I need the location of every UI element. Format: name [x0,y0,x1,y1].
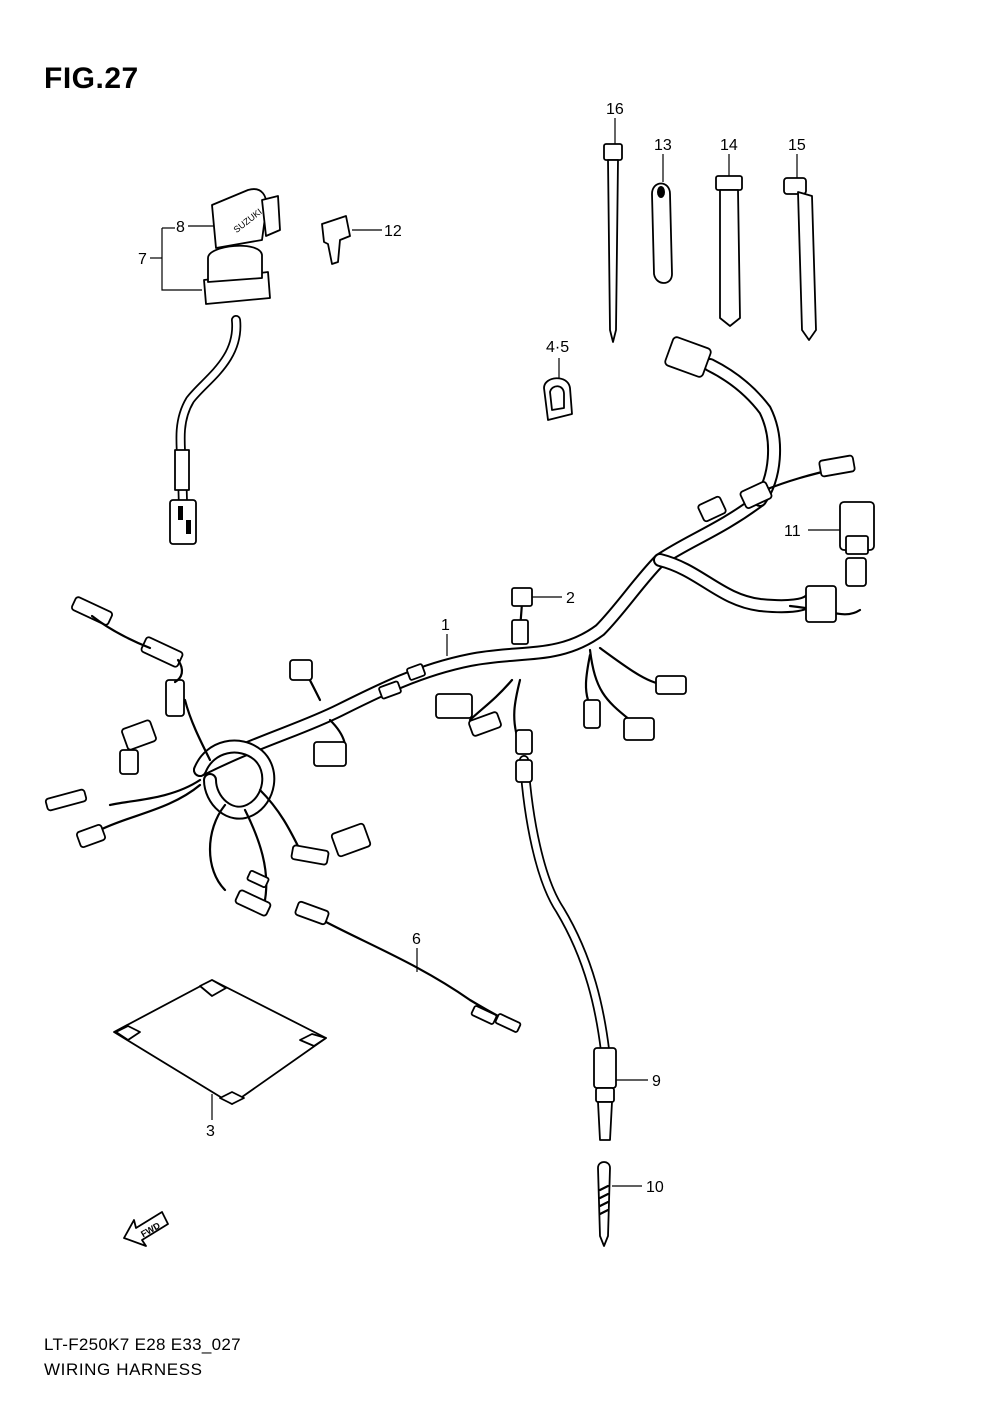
sensor-9 [593,1047,648,1141]
callout-15: 15 [788,137,806,154]
harness-connectors [44,336,867,917]
cable-tie-15 [783,154,817,341]
band-14 [715,154,743,327]
callout-13: 13 [654,137,672,154]
cable-tie-16 [603,118,623,343]
ignition-switch-assembly: SUZUKI [169,188,281,545]
lead-wire-6 [294,900,522,1033]
callout-9: 9 [652,1073,661,1090]
callout-12: 12 [384,223,402,240]
callout-6: 6 [412,931,421,948]
figure-caption: WIRING HARNESS [44,1360,203,1379]
callout-8: 8 [176,219,185,236]
callout-1: 1 [441,617,450,634]
main-harness [98,358,862,1055]
ignition-key [321,215,382,265]
clamp-4-5 [543,358,573,421]
callout-3: 3 [206,1123,215,1140]
callout-4-5: 4·5 [546,339,569,356]
pin-10 [597,1161,642,1247]
plate-3 [113,979,327,1120]
callout-16: 16 [606,101,624,118]
callout-2: 2 [566,590,575,607]
forward-arrow-icon: FWD [123,1211,169,1247]
clamp-13 [651,154,673,284]
connector-2 [511,587,562,607]
figure-code: LT-F250K7 E28 E33_027 [44,1335,241,1354]
callout-7: 7 [138,251,147,268]
callout-14: 14 [720,137,738,154]
callout-7-8-leaders [150,225,214,291]
figure-title: FIG.27 [44,62,139,95]
callout-10: 10 [646,1179,664,1196]
callout-11: 11 [784,523,801,540]
relay-11 [808,501,875,555]
